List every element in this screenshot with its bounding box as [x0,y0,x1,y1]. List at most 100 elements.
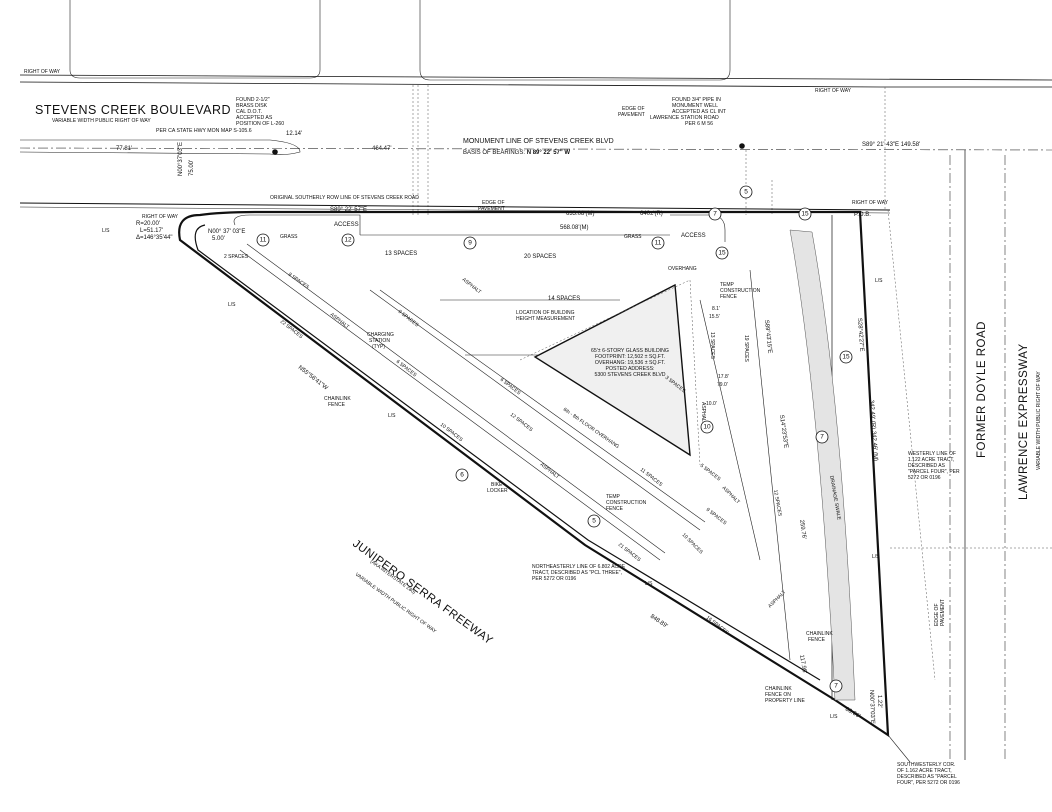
dist-640: 640±'(R) [640,211,663,217]
access-2: ACCESS [681,233,706,239]
svg-text:CONSTRUCTION: CONSTRUCTION [720,288,761,294]
svg-text:PER CA STATE HWY MON MAP S-105: PER CA STATE HWY MON MAP S-105.6 [156,128,252,134]
keynote-5a: 5 [739,185,753,199]
bearing-n00-37: N00° 37' 03"E [208,229,245,235]
spaces-14: 14 SPACES [548,296,580,302]
svg-text:OVERHANG: 19,536 ± SQ.FT.: OVERHANG: 19,536 ± SQ.FT. [595,360,665,366]
svg-text:5: 5 [744,189,748,196]
overhang-label: OVERHANG [668,266,697,272]
parking-island-5 [699,299,761,561]
keynote-7c: 7 [829,679,843,693]
svg-text:PER 5272 OR 0196: PER 5272 OR 0196 [532,576,576,582]
found-pipe-note: FOUND 3/4" PIPE IN MONUMENT WELL ACCEPTE… [650,97,727,127]
edge-pavement-mid-note: EDGE OF PAVEMENT [478,200,505,212]
drainage-swale-strip [789,229,856,701]
curb-inner [194,224,821,681]
svg-text:STATION: STATION [369,338,390,344]
svg-text:11: 11 [655,240,662,247]
keynote-5b: 5 [587,514,601,528]
svg-text:PAVEMENT: PAVEMENT [618,112,645,118]
dist-15-5: 15.5' [709,314,720,320]
keynote-15b: 15 [715,246,729,260]
svg-text:15: 15 [718,250,726,257]
svg-text:15: 15 [842,354,850,361]
svg-text:POSTED ADDRESS:: POSTED ADDRESS: [605,366,654,372]
dist-17-8: 17.8' [718,374,729,380]
dist-635: 635.08'(M) [566,211,595,217]
grass-1: GRASS [280,234,298,240]
spaces-2: 2 SPACES [224,254,249,260]
edge-pavement-top-note: EDGE OF PAVEMENT [618,106,645,118]
svg-text:6: 6 [460,472,464,479]
svg-text:5: 5 [592,518,596,525]
ne-line-note: NORTHEASTERLY LINE OF 6.802 ACRE TRACT, … [532,564,626,582]
bearing-s89-21: S89° 21' 43"E 149.58' [862,142,920,148]
keynote-10: 10 [700,420,714,434]
svg-text:R=20.00': R=20.00' [136,221,160,227]
svg-text:15: 15 [801,211,809,218]
spaces-10b: 10 SPACES [681,532,705,556]
svg-text:Δ=146°35'44": Δ=146°35'44" [136,235,173,241]
asphalt-2: ASPHALT [329,312,350,331]
asphalt-6: ASPHALT [700,402,706,424]
pob-label: P.O.B. [854,212,871,218]
ls-3: L/S [388,413,396,419]
svg-text:EDGE OF: EDGE OF [482,200,505,206]
svg-text:L=51.17': L=51.17' [140,228,163,234]
svg-text:FOUND 2-1/2": FOUND 2-1/2" [236,97,270,103]
ls-1: L/S [102,228,110,234]
chainlink-right-note: CHAINLINK FENCE [806,631,833,643]
svg-text:65'± 6-STORY GLASS BUILDING: 65'± 6-STORY GLASS BUILDING [591,348,669,354]
svg-text:BIKE: BIKE [491,482,503,488]
row-label-left: RIGHT OF WAY [142,214,179,220]
svg-text:EDGE OF: EDGE OF [934,603,940,626]
svg-text:CAL D.O.T.: CAL D.O.T. [236,109,262,115]
svg-text:"PARCEL FOUR", PER: "PARCEL FOUR", PER [908,469,960,475]
bearing-s14: S14°23'53"E [778,414,789,448]
dist-5: 5.00' [212,236,225,242]
basis-label: BASIS OF BEARINGS: N 89° 22' 57" W [463,150,570,156]
svg-text:(TYP): (TYP) [372,344,385,350]
south-row-line [19,202,891,211]
parking-island-3 [239,249,661,561]
dist-10: 10.0' [706,401,717,407]
curb-island-nw [233,214,361,235]
dist-77-81: 77.81' [116,146,132,152]
svg-text:ACCEPTED AS CL INT: ACCEPTED AS CL INT [672,109,727,115]
brass-disk-monument [272,149,278,155]
dist-848: 848.89' [649,614,669,630]
bearing-n00-bottom: N00°37'03"E [868,690,875,724]
bearing-s89-22: S89° 22' 57"E [330,207,367,213]
svg-text:CHAINLINK: CHAINLINK [765,686,792,692]
spaces-13b: 13 SPACES [709,332,715,360]
temp-fence-2: TEMP CONSTRUCTION FENCE [606,494,647,512]
svg-text:POSITION OF L-260: POSITION OF L-260 [236,121,284,127]
median-island [19,139,301,155]
parking-island-6 [749,269,791,661]
ls-7: L/S [830,714,838,720]
keynote-6: 6 [455,468,469,482]
svg-text:1.122 ACRE TRACT,: 1.122 ACRE TRACT, [908,457,954,463]
spaces-10: 10 SPACES [439,422,464,444]
dist-75: 75.00' [189,160,195,176]
svg-text:DESCRIBED AS "PARCEL: DESCRIBED AS "PARCEL [897,774,957,780]
svg-text:9: 9 [468,240,472,247]
ls-4: L/S [645,581,653,587]
parking-island-2 [379,289,706,523]
sw-corner-tick [887,734,911,763]
westerly-line-note: WESTERLY LINE OF 1.122 ACRE TRACT, DESCR… [908,451,960,481]
svg-text:FENCE: FENCE [720,294,738,300]
lawrence-expressway-sub: VARIABLE WIDTH PUBLIC RIGHT OF WAY [1036,371,1042,470]
svg-text:FOUND 3/4" PIPE IN: FOUND 3/4" PIPE IN [672,97,721,103]
keynote-11a: 11 [256,233,270,247]
svg-text:TEMP: TEMP [720,282,735,288]
svg-text:7: 7 [834,683,838,690]
svg-text:CHAINLINK: CHAINLINK [324,396,351,402]
bearing-n55: N55°56'41"W [297,365,329,392]
row-label-top-left: RIGHT OF WAY [24,69,61,75]
keynote-markers: 11 12 9 11 7 15 5 15 15 10 7 6 5 7 [256,185,853,693]
svg-text:LOCATION OF BUILDING: LOCATION OF BUILDING [516,310,575,316]
row-label-mid-right: RIGHT OF WAY [852,200,889,206]
junipero-serra-name: JUNIPERO SERRA FREEWAY [350,538,495,648]
svg-text:NORTHEASTERLY LINE OF 6.802 AC: NORTHEASTERLY LINE OF 6.802 ACRE [532,564,626,570]
